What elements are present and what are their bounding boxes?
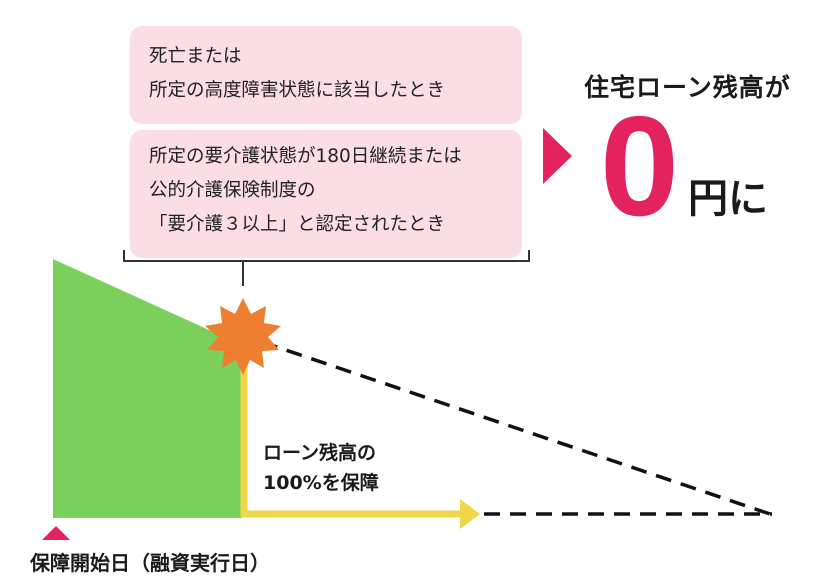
guarantee-label: ローン残高の 100%を保障 [263,442,379,494]
condition-line: 所定の要介護状態が180日継続または [149,146,462,167]
condition-line: 公的介護保険制度の [149,180,316,201]
condition-box-death: 死亡または 所定の高度障害状態に該当したとき [130,26,522,124]
pointer-triangle-icon [543,128,572,184]
condition-line: 「要介護３以上」と認定されたとき [149,214,446,235]
condition-line: 死亡または [149,46,242,67]
condition-line: 所定の高度障害状態に該当したとき [149,80,446,101]
guarantee-path [240,355,466,518]
start-marker-icon [42,526,70,540]
balance-area [53,259,242,518]
result-zero: 0 [600,87,679,246]
projected-balance-line [261,340,771,516]
result-heading: 住宅ローン残高が [584,73,791,102]
start-date-label: 保障開始日（融資実行日） [30,551,270,575]
result-unit: 円に [688,176,768,222]
bracket-stem [242,262,244,286]
arrow-right-icon [460,499,480,529]
event-burst-icon [205,298,281,375]
condition-bracket [123,250,530,262]
condition-box-care: 所定の要介護状態が180日継続または 公的介護保険制度の 「要介護３以上」と認定… [130,130,522,258]
